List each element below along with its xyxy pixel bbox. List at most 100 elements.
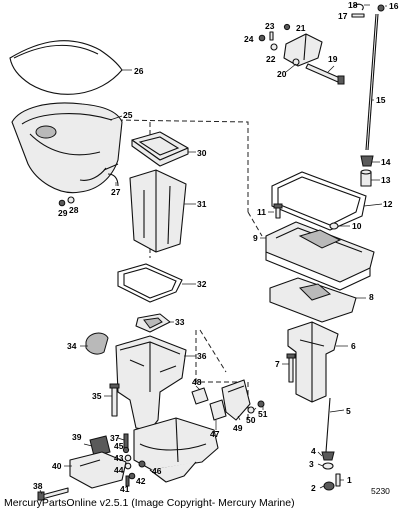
part-19-bolt[interactable] <box>305 63 345 85</box>
callout-15[interactable]: 15 <box>376 95 386 105</box>
callout-31[interactable]: 31 <box>197 199 207 209</box>
part-31-exhaust-tube[interactable] <box>129 169 187 253</box>
part-45-screw[interactable] <box>122 446 130 454</box>
callout-12[interactable]: 12 <box>383 199 393 209</box>
callout-42[interactable]: 42 <box>136 476 146 486</box>
callout-8[interactable]: 8 <box>369 292 374 302</box>
callout-21[interactable]: 21 <box>296 23 306 33</box>
callout-13[interactable]: 13 <box>381 175 391 185</box>
part-5-shaft[interactable] <box>325 397 331 453</box>
callout-47[interactable]: 47 <box>210 429 220 439</box>
callout-6[interactable]: 6 <box>351 341 356 351</box>
callout-46[interactable]: 46 <box>152 466 162 476</box>
callout-49[interactable]: 49 <box>233 423 243 433</box>
part-4-coupler[interactable] <box>321 451 335 461</box>
shift-linkage-bracket[interactable] <box>283 33 323 67</box>
callout-48[interactable]: 48 <box>192 377 202 387</box>
callout-18[interactable]: 18 <box>348 0 358 10</box>
callout-4[interactable]: 4 <box>311 446 316 456</box>
callout-2[interactable]: 2 <box>311 483 316 493</box>
callout-34[interactable]: 34 <box>67 341 77 351</box>
part-23-pin[interactable] <box>269 31 274 41</box>
callout-24[interactable]: 24 <box>244 34 254 44</box>
part-37-screw[interactable] <box>123 433 129 449</box>
callout-23[interactable]: 23 <box>265 21 275 31</box>
part-26-seal-gasket[interactable] <box>9 40 123 95</box>
callout-19[interactable]: 19 <box>328 54 338 64</box>
callout-30[interactable]: 30 <box>197 148 207 158</box>
part-13-bushing[interactable] <box>360 169 372 187</box>
part-36-driveshaft-housing[interactable] <box>115 335 187 431</box>
part-51-screw[interactable] <box>257 400 265 408</box>
callout-11[interactable]: 11 <box>257 207 266 217</box>
callout-27[interactable]: 27 <box>111 187 121 197</box>
callout-50[interactable]: 50 <box>246 415 256 425</box>
callout-14[interactable]: 14 <box>381 157 391 167</box>
part-38-bolt[interactable] <box>37 487 69 501</box>
part-8-plate[interactable] <box>269 277 357 323</box>
part-7-screw[interactable] <box>286 353 296 383</box>
callout-17[interactable]: 17 <box>338 11 348 21</box>
callout-41[interactable]: 41 <box>120 484 130 494</box>
part-20-bushing[interactable] <box>292 58 300 66</box>
callout-7[interactable]: 7 <box>275 359 280 369</box>
callout-40[interactable]: 40 <box>52 461 62 471</box>
part-3-washer[interactable] <box>322 462 334 470</box>
part-43-washer[interactable] <box>124 462 132 470</box>
part-6-housing[interactable] <box>287 321 339 403</box>
callout-16[interactable]: 16 <box>389 1 399 11</box>
part-48-clip[interactable] <box>191 387 209 405</box>
callout-25[interactable]: 25 <box>123 110 133 120</box>
callout-1[interactable]: 1 <box>347 475 352 485</box>
callout-9[interactable]: 9 <box>253 233 258 243</box>
part-10-washer[interactable] <box>329 222 339 230</box>
part-46-plug[interactable] <box>138 460 146 468</box>
callout-36[interactable]: 36 <box>197 351 207 361</box>
part-15-shift-rod[interactable] <box>365 13 379 151</box>
part-22-washer[interactable] <box>270 43 278 51</box>
part-24-nut[interactable] <box>258 34 266 42</box>
part-30-adapter-plate[interactable] <box>131 131 189 167</box>
callout-29[interactable]: 29 <box>58 208 68 218</box>
part-32-gasket[interactable] <box>117 263 183 303</box>
part-16-cap[interactable] <box>377 4 385 12</box>
callout-32[interactable]: 32 <box>197 279 207 289</box>
part-2-nut[interactable] <box>323 481 335 491</box>
callout-26[interactable]: 26 <box>134 66 144 76</box>
part-33-seal[interactable] <box>135 313 171 333</box>
part-21-screw[interactable] <box>283 23 291 31</box>
callout-44[interactable]: 44 <box>114 465 124 475</box>
callout-37[interactable]: 37 <box>110 433 120 443</box>
part-49-bracket[interactable] <box>221 379 251 421</box>
part-17-pin[interactable] <box>351 13 365 18</box>
part-34-bumper[interactable] <box>85 332 109 355</box>
callout-20[interactable]: 20 <box>277 69 287 79</box>
part-29-screw[interactable] <box>58 199 66 207</box>
part-11-screw[interactable] <box>273 203 283 219</box>
part-40-plate[interactable] <box>69 451 127 489</box>
callout-43[interactable]: 43 <box>114 453 124 463</box>
part-9-adapter-plate[interactable] <box>265 221 375 291</box>
callout-45[interactable]: 45 <box>114 441 124 451</box>
part-1-screw[interactable] <box>335 473 341 487</box>
gear-housing[interactable] <box>133 417 219 483</box>
part-25-bottom-cowl[interactable] <box>11 102 123 194</box>
callout-51[interactable]: 51 <box>258 409 268 419</box>
part-50-washer[interactable] <box>247 406 255 414</box>
part-28-washer[interactable] <box>67 196 75 204</box>
callout-28[interactable]: 28 <box>69 205 79 215</box>
callout-10[interactable]: 10 <box>352 221 362 231</box>
callout-3[interactable]: 3 <box>309 459 314 469</box>
callout-22[interactable]: 22 <box>266 54 276 64</box>
callout-5[interactable]: 5 <box>346 406 351 416</box>
callout-38[interactable]: 38 <box>33 481 43 491</box>
callout-39[interactable]: 39 <box>72 432 82 442</box>
part-41-screw[interactable] <box>125 475 130 487</box>
callout-33[interactable]: 33 <box>175 317 185 327</box>
part-35-stud[interactable] <box>109 383 120 417</box>
part-44-washer[interactable] <box>124 454 132 462</box>
part-47-block[interactable] <box>209 399 227 421</box>
part-14-grommet[interactable] <box>360 155 374 167</box>
part-39-block[interactable] <box>89 435 111 457</box>
part-42-nut[interactable] <box>128 472 136 480</box>
